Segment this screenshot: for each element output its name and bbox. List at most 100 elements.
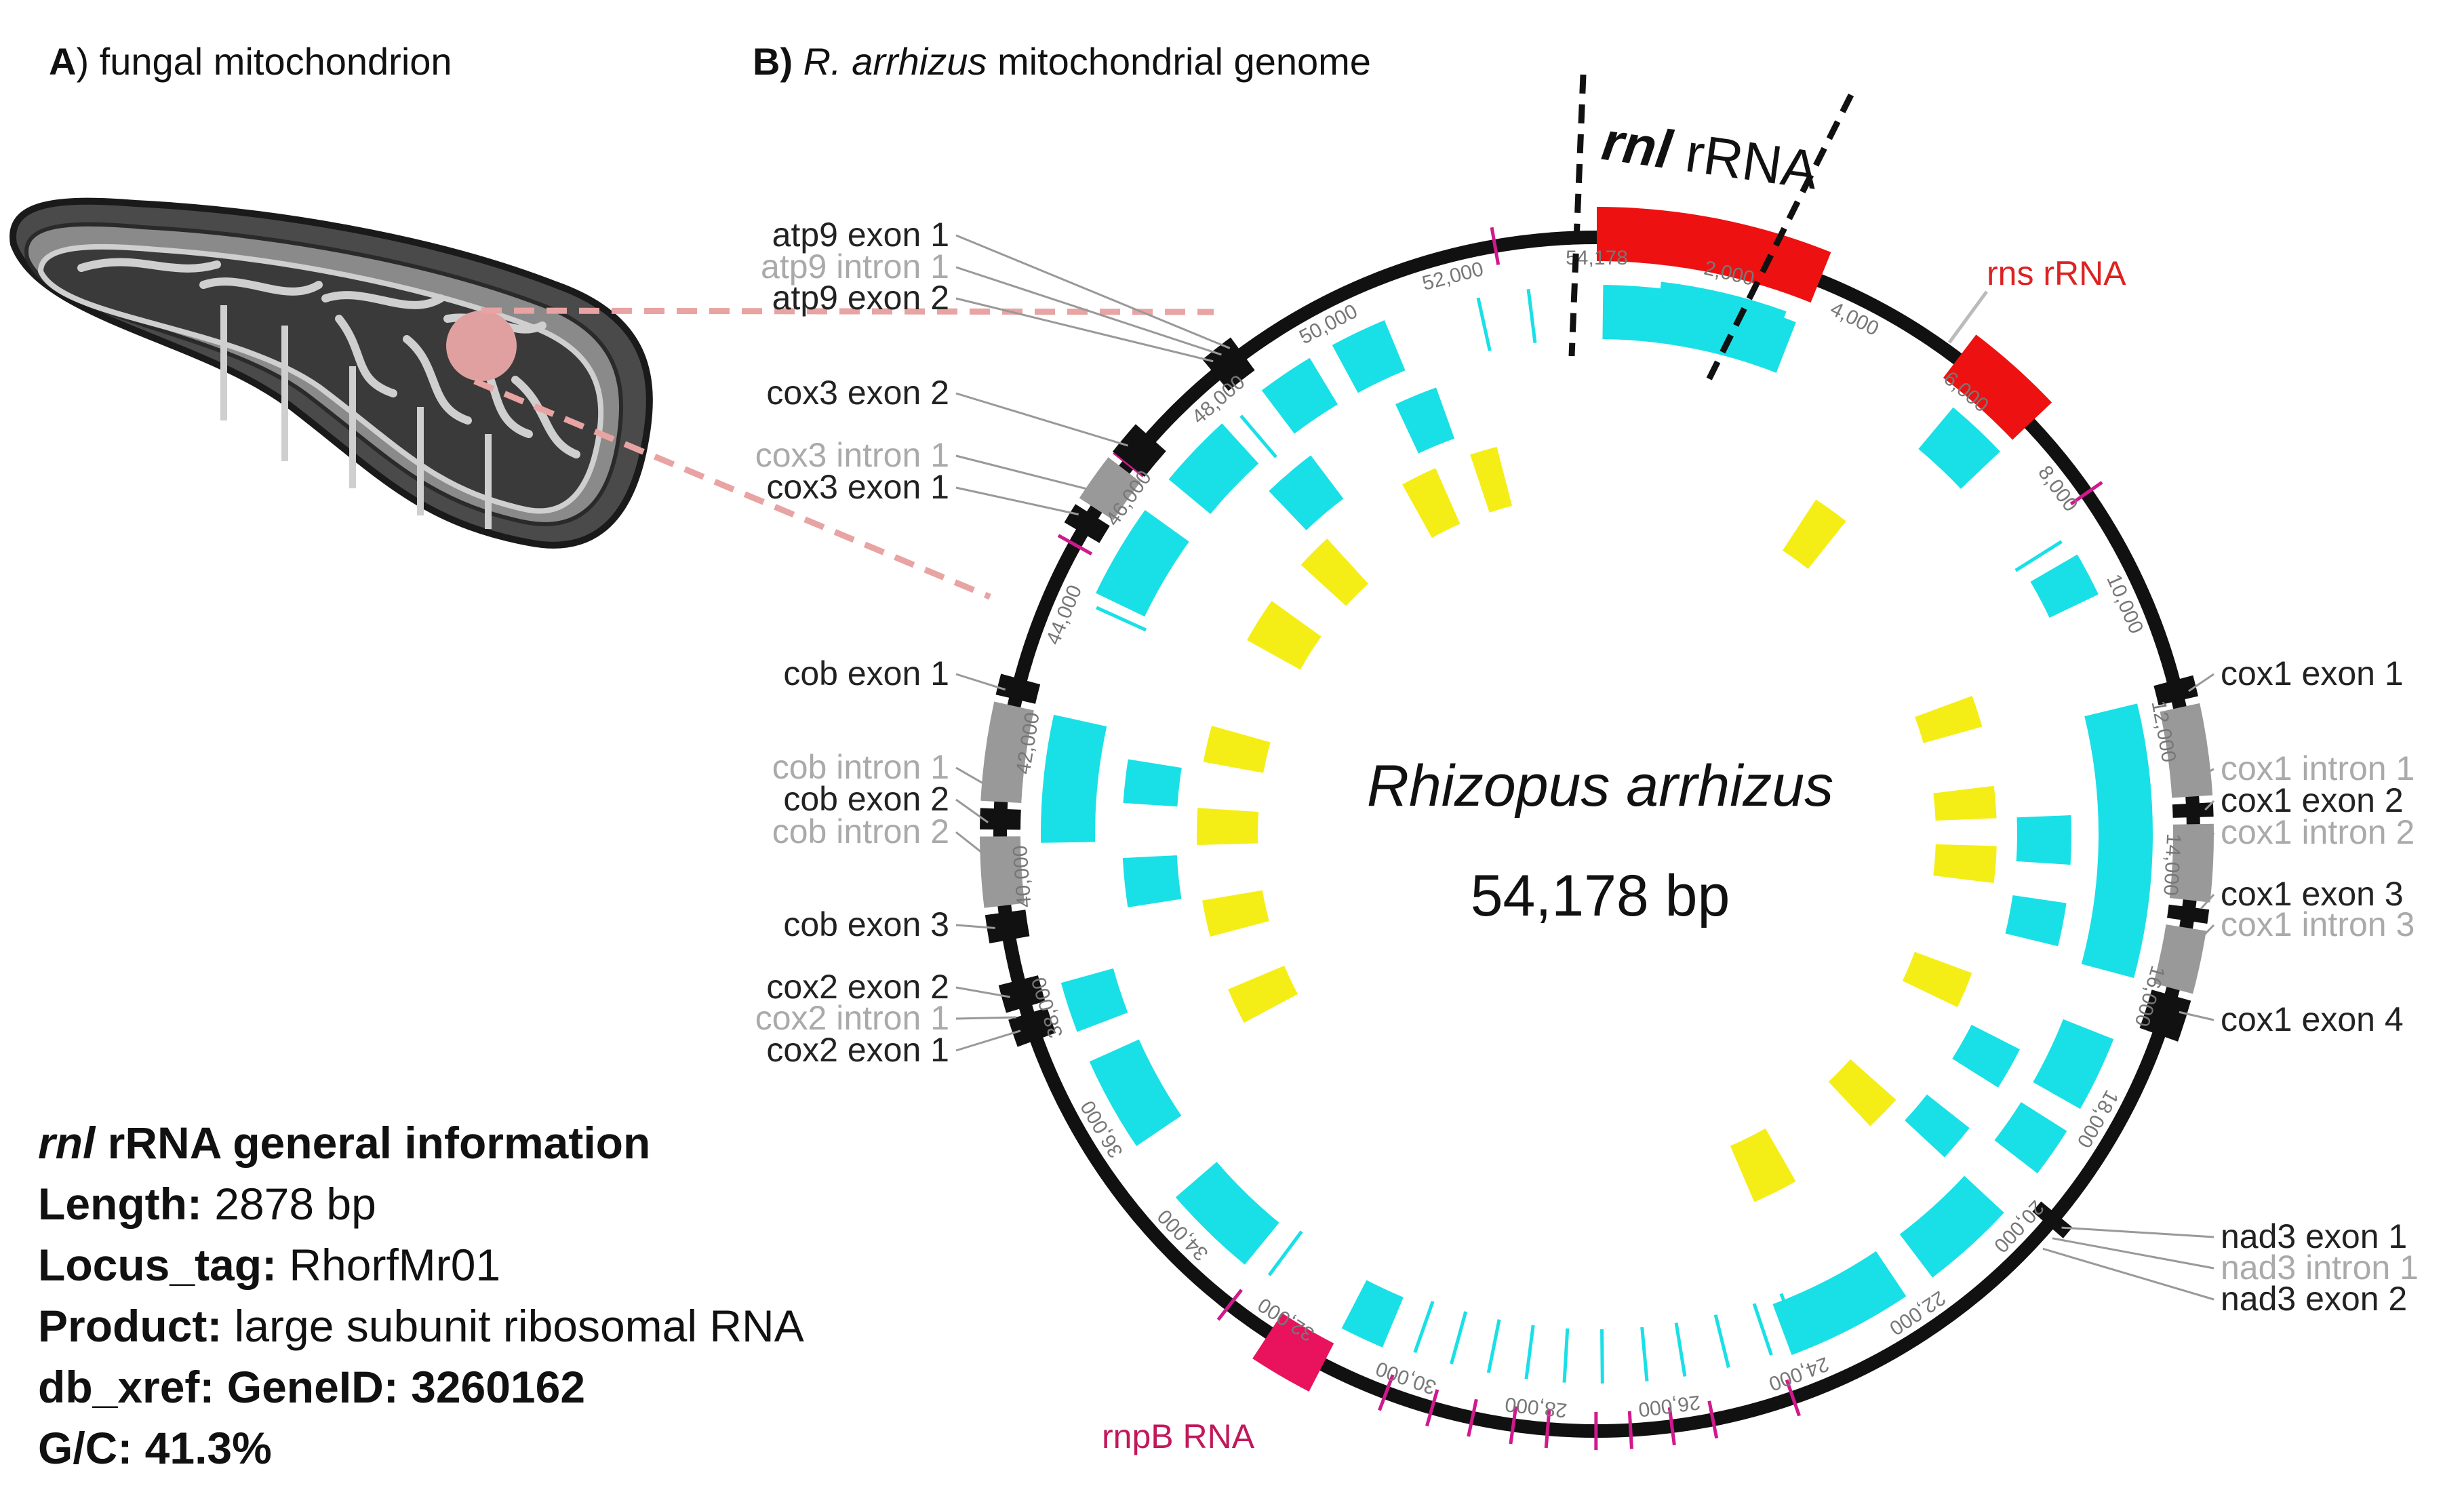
gene-leader bbox=[955, 486, 1079, 515]
info-row-product: Product: large subunit ribosomal RNA bbox=[38, 1295, 953, 1356]
gene-label: nad3 exon 1 bbox=[2221, 1217, 2407, 1255]
gene-leader bbox=[2179, 1011, 2214, 1021]
gene-segment bbox=[1008, 1007, 1056, 1047]
trna-mark bbox=[1779, 1293, 1803, 1345]
trna-mark bbox=[1600, 1329, 1604, 1384]
cyan-track-block bbox=[1269, 455, 1344, 530]
info-key: G/C: 41.3% bbox=[38, 1423, 272, 1473]
gene-segment bbox=[2139, 989, 2191, 1042]
panel-a-letter: A bbox=[49, 40, 77, 83]
gene-leader bbox=[2188, 673, 2214, 692]
rnl-cyan-block bbox=[1602, 285, 1796, 373]
yellow-track-block bbox=[1782, 499, 1846, 569]
gene-leader bbox=[955, 831, 989, 859]
rnl-region-gene: rnl bbox=[1598, 110, 1676, 180]
gene-segment bbox=[2160, 703, 2213, 798]
yellow-track-block bbox=[1828, 1059, 1896, 1126]
gene-leader bbox=[2204, 832, 2215, 846]
gene-segment bbox=[980, 808, 1021, 830]
gene-label: nad3 exon 2 bbox=[2221, 1280, 2407, 1318]
gene-label: cox1 intron 1 bbox=[2221, 749, 2415, 787]
cyan-track-block bbox=[1899, 1175, 2004, 1278]
rnpb-label: rnpB RNA bbox=[1102, 1417, 1255, 1455]
trna-mark bbox=[1239, 414, 1277, 458]
gene-leader bbox=[955, 766, 991, 788]
yellow-track-block bbox=[1730, 1128, 1796, 1202]
trna-backbone-mark bbox=[1667, 1407, 1676, 1446]
gene-leader bbox=[955, 986, 1010, 998]
yellow-track-block bbox=[1470, 446, 1513, 513]
gene-leader bbox=[2061, 1226, 2214, 1238]
feature-rnl bbox=[1597, 207, 1831, 303]
gene-label: cox1 intron 3 bbox=[2221, 905, 2415, 943]
trna-backbone-mark bbox=[1490, 227, 1501, 265]
rnl-info-panel: rnl rRNA general information Length: 287… bbox=[38, 1112, 953, 1478]
gene-label: cox1 exon 1 bbox=[2221, 654, 2404, 692]
panel-b-title: mitochondrial genome bbox=[987, 40, 1371, 83]
rns-leader bbox=[1947, 290, 1989, 344]
trna-backbone-mark bbox=[1785, 1379, 1801, 1417]
gene-segment bbox=[985, 909, 1030, 943]
yellow-track-block bbox=[1300, 538, 1368, 606]
trna-mark bbox=[1674, 1322, 1687, 1377]
trna-mark bbox=[1486, 1319, 1501, 1373]
cyan-track-block bbox=[2030, 554, 2099, 618]
gene-segment bbox=[2153, 675, 2198, 705]
info-row-locus: Locus_tag: RhorfMr01 bbox=[38, 1234, 953, 1295]
trna-backbone-mark bbox=[1707, 1400, 1719, 1439]
info-value: 2878 bp bbox=[201, 1179, 376, 1229]
info-key: db_xref: GeneID: 3260162 bbox=[38, 1362, 586, 1412]
cyan-track-block bbox=[1905, 1094, 1970, 1158]
trna-mark bbox=[1267, 1230, 1303, 1276]
cyan-track-block bbox=[2005, 895, 2067, 947]
panel-a-heading: A) fungal mitochondrion bbox=[49, 39, 452, 83]
cyan-track-block bbox=[1994, 1102, 2067, 1174]
cyan-track-block bbox=[1175, 1162, 1279, 1265]
cyan-track-block bbox=[1041, 714, 1107, 843]
gene-label: atp9 exon 1 bbox=[772, 216, 949, 254]
panel-a-title: ) fungal mitochondrion bbox=[76, 40, 452, 83]
scale-tick-label: 14,000 bbox=[2159, 833, 2185, 896]
gene-label: cox1 exon 4 bbox=[2221, 1000, 2404, 1038]
yellow-track-block bbox=[1902, 952, 1972, 1008]
gene-leader bbox=[2200, 893, 2215, 909]
gene-label: cob intron 1 bbox=[772, 748, 949, 786]
cyan-track-block bbox=[1261, 357, 1338, 434]
cyan-track-block bbox=[1122, 855, 1182, 907]
gene-segment bbox=[980, 701, 1034, 804]
info-title: rnl rRNA general information bbox=[38, 1112, 953, 1173]
cyan-track-block bbox=[1332, 320, 1406, 393]
trna-mark bbox=[1640, 1327, 1649, 1381]
cyan-track-block bbox=[1089, 1039, 1182, 1146]
gene-leader bbox=[955, 1030, 1021, 1052]
info-row-dbxref: db_xref: GeneID: 3260162 bbox=[38, 1356, 953, 1417]
gene-label: cox2 exon 1 bbox=[766, 1031, 949, 1069]
info-key: Locus_tag: bbox=[38, 1240, 277, 1290]
gene-segment bbox=[980, 836, 1025, 908]
gene-label: cox3 intron 1 bbox=[755, 436, 949, 474]
cyan-track-block bbox=[1168, 423, 1259, 514]
gene-label: cob exon 2 bbox=[783, 780, 949, 818]
info-key: Product: bbox=[38, 1301, 222, 1351]
trna-mark bbox=[1713, 1314, 1730, 1368]
cyan-track-block bbox=[1395, 387, 1455, 454]
gene-leader bbox=[955, 454, 1094, 492]
rns-label: rns rRNA bbox=[1987, 254, 2126, 292]
gene-leader bbox=[955, 266, 1222, 356]
info-value: RhorfMr01 bbox=[277, 1240, 501, 1290]
gene-leader bbox=[955, 234, 1231, 349]
gene-segment bbox=[1079, 457, 1141, 521]
gene-label: cox3 exon 1 bbox=[766, 468, 949, 506]
info-row-gc: G/C: 41.3% bbox=[38, 1417, 953, 1478]
cyan-track-block bbox=[2033, 1019, 2114, 1110]
gene-leader bbox=[955, 924, 995, 929]
gene-segment bbox=[998, 975, 1046, 1013]
info-row-length: Length: 2878 bp bbox=[38, 1173, 953, 1234]
gene-leader bbox=[955, 673, 1006, 691]
gene-label: atp9 intron 1 bbox=[761, 248, 949, 286]
gene-leader bbox=[2195, 924, 2215, 945]
trna-mark bbox=[1476, 297, 1492, 351]
gene-segment bbox=[2153, 924, 2206, 994]
genome-species: Rhizopus arrhizus bbox=[1366, 753, 1834, 819]
